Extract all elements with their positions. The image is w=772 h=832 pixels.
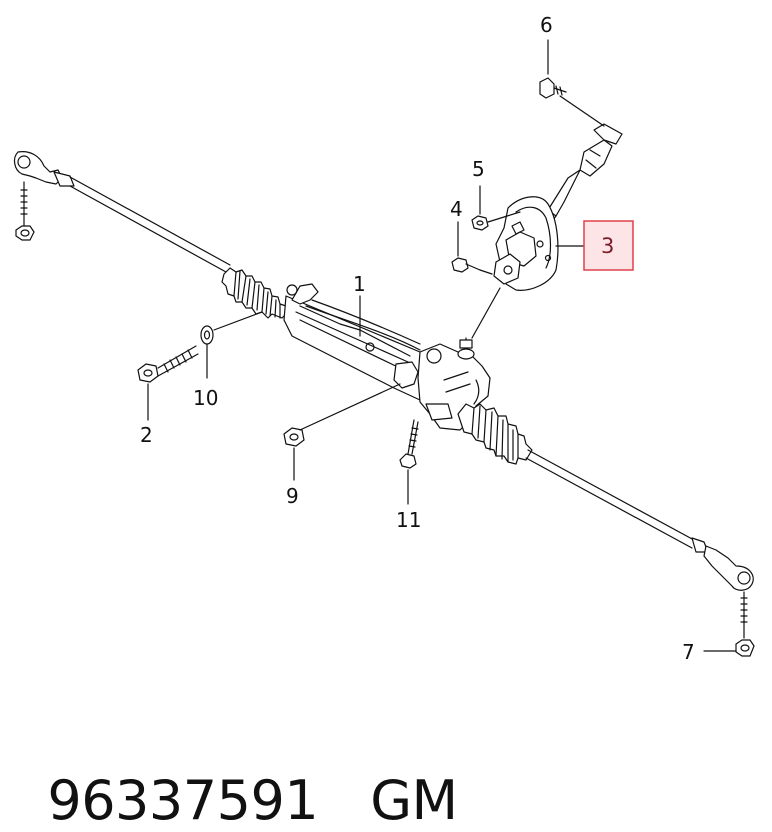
steering-shield-bracket xyxy=(493,196,559,291)
callout-6[interactable]: 6 xyxy=(540,13,553,37)
callout-11[interactable]: 11 xyxy=(396,508,421,532)
bolt-6 xyxy=(539,39,605,127)
nut-9 xyxy=(283,383,401,481)
callout-10[interactable]: 10 xyxy=(193,386,218,410)
bolt-2 xyxy=(137,345,199,421)
right-tie-rod xyxy=(525,449,695,549)
highlight-box-3 xyxy=(583,220,634,271)
right-bellows-boot xyxy=(457,403,533,465)
bolt-11 xyxy=(399,419,419,505)
callout-7[interactable]: 7 xyxy=(682,640,695,664)
left-tie-rod-end xyxy=(13,151,75,241)
callout-5[interactable]: 5 xyxy=(472,157,485,181)
left-bellows-boot xyxy=(221,267,289,319)
callout-1[interactable]: 1 xyxy=(353,272,366,296)
callout-4[interactable]: 4 xyxy=(450,197,463,221)
brand-name: GM xyxy=(370,769,458,832)
part-number: 96337591 xyxy=(47,769,319,832)
callout-2[interactable]: 2 xyxy=(140,423,153,447)
rack-housing xyxy=(283,283,431,401)
bolt-4 xyxy=(451,221,493,275)
part-caption: 96337591 GM xyxy=(14,706,458,832)
washer-10 xyxy=(200,311,263,379)
nut-5 xyxy=(471,185,521,231)
left-tie-rod xyxy=(69,176,231,273)
right-tie-rod-end xyxy=(691,537,755,657)
callout-9[interactable]: 9 xyxy=(286,484,299,508)
steering-rack-exploded-diagram: 6 5 4 3 1 10 2 9 11 7 xyxy=(13,13,755,664)
callout-3[interactable]: 3 xyxy=(601,234,614,258)
